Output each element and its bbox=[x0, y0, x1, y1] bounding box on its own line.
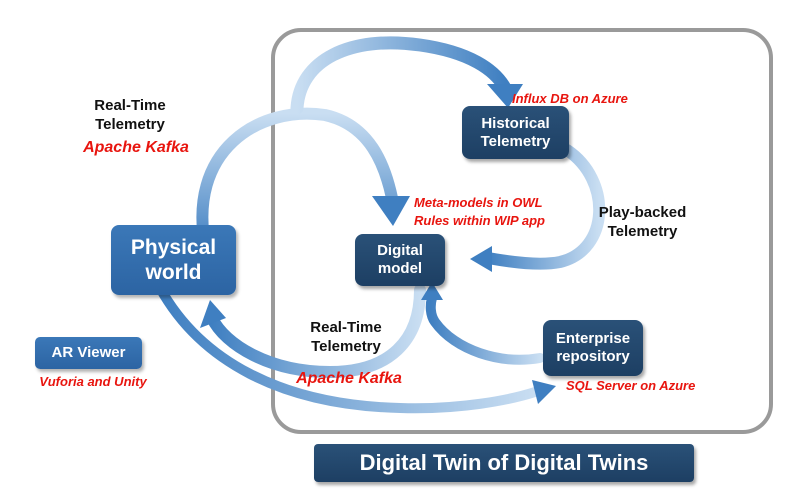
arrow-physical-to-digital-model bbox=[196, 107, 398, 256]
enterprise-repository-label: Enterprise repository bbox=[555, 330, 631, 365]
enterprise-repository-box: Enterprise repository bbox=[543, 320, 643, 376]
arrow-head bbox=[421, 282, 443, 300]
sql-server-label: SQL Server on Azure bbox=[566, 378, 696, 393]
arrow-to-historical-telemetry bbox=[290, 36, 512, 115]
arrow-repository-to-digital-model bbox=[425, 293, 545, 365]
ar-viewer-box: AR Viewer bbox=[35, 337, 142, 369]
arrow-digital-model-to-physical bbox=[206, 284, 426, 379]
historical-telemetry-box: Historical Telemetry bbox=[462, 106, 569, 159]
rules-label: Rules within WIP app bbox=[414, 213, 545, 228]
rt-telemetry-bottom-label: Real-Time Telemetry bbox=[310, 319, 382, 355]
arrow-playbacked-telemetry bbox=[482, 144, 606, 270]
meta-models-label: Meta-models in OWL bbox=[414, 195, 543, 210]
digital-model-label: Digital model bbox=[377, 242, 423, 277]
physical-world-label: Physical world bbox=[130, 235, 217, 284]
arrow-physical-to-repository bbox=[155, 283, 540, 414]
physical-world-box: Physical world bbox=[111, 225, 236, 295]
footer-title-box: Digital Twin of Digital Twins bbox=[314, 444, 694, 482]
arrow-head bbox=[487, 84, 523, 108]
playbacked-telemetry-label: Play-backed Telemetry bbox=[598, 204, 687, 240]
arrow-head bbox=[372, 196, 410, 226]
influx-label: Influx DB on Azure bbox=[512, 91, 628, 106]
rt-telemetry-top-label: Real-Time Telemetry bbox=[94, 97, 166, 133]
digital-model-box: Digital model bbox=[355, 234, 445, 286]
kafka-bottom-label: Apache Kafka bbox=[296, 370, 402, 387]
vuforia-label: Vuforia and Unity bbox=[39, 374, 147, 389]
arrow-head bbox=[200, 300, 226, 328]
kafka-top-label: Apache Kafka bbox=[83, 139, 189, 156]
arrow-head bbox=[470, 246, 492, 272]
digital-twin-frame bbox=[271, 28, 773, 434]
arrow-head bbox=[532, 380, 556, 404]
footer-title: Digital Twin of Digital Twins bbox=[359, 449, 649, 475]
historical-telemetry-label: Historical Telemetry bbox=[480, 114, 551, 150]
ar-viewer-label: AR Viewer bbox=[51, 344, 126, 361]
